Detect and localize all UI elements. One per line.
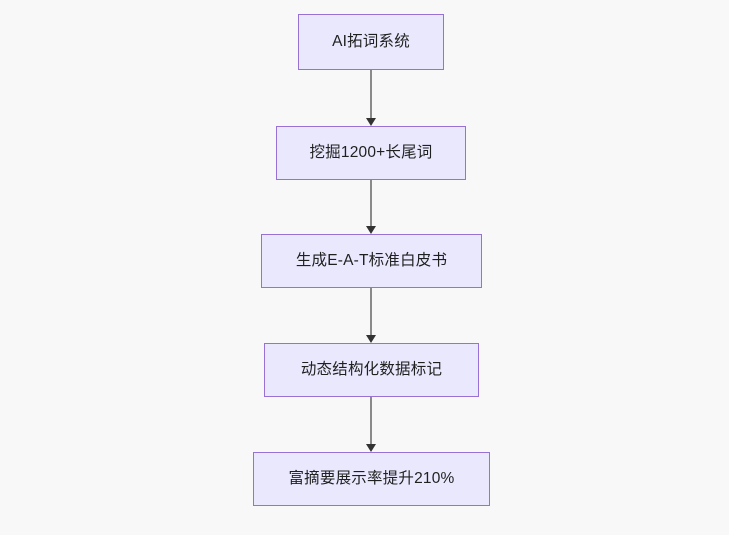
arrow-down-icon bbox=[365, 226, 376, 234]
arrow-down-icon bbox=[365, 335, 376, 343]
node-label: 挖掘1200+长尾词 bbox=[309, 143, 433, 161]
node-label: 动态结构化数据标记 bbox=[300, 360, 443, 378]
flowchart-node-eat-whitepaper[interactable]: 生成E-A-T标准白皮书 bbox=[261, 234, 482, 288]
flowchart-node-rich-snippet-result[interactable]: 富摘要展示率提升210% bbox=[253, 452, 490, 506]
node-label: 生成E-A-T标准白皮书 bbox=[295, 251, 448, 269]
flowchart-node-longtail-keywords[interactable]: 挖掘1200+长尾词 bbox=[276, 126, 466, 180]
node-label: 富摘要展示率提升210% bbox=[288, 469, 455, 487]
arrow-down-icon bbox=[365, 444, 376, 452]
flowchart-edge-n4-n5 bbox=[370, 397, 372, 444]
flowchart-edge-n2-n3 bbox=[370, 180, 372, 226]
flowchart-node-structured-data-markup[interactable]: 动态结构化数据标记 bbox=[264, 343, 479, 397]
arrow-down-icon bbox=[365, 118, 376, 126]
flowchart-node-ai-keyword-system[interactable]: AI拓词系统 bbox=[298, 14, 444, 70]
flowchart-edge-n3-n4 bbox=[370, 288, 372, 335]
flowchart-edge-n1-n2 bbox=[370, 70, 372, 118]
node-label: AI拓词系统 bbox=[332, 32, 410, 50]
